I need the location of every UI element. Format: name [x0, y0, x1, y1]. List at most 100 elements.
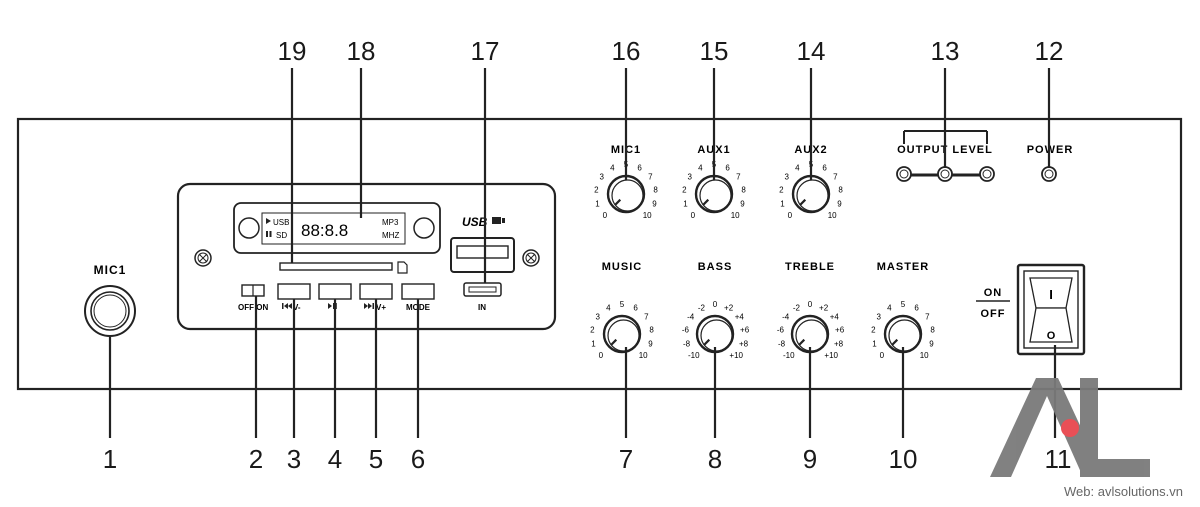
callout-17: 17 — [471, 36, 500, 66]
knob-master-scale-3: 3 — [876, 312, 881, 321]
switch-on-symbol: I — [1049, 287, 1053, 302]
knob-treble-scale-2: -6 — [777, 325, 785, 334]
knob-aux2-scale-10: 10 — [828, 211, 837, 220]
knob-mic1-scale-6: 6 — [637, 163, 642, 172]
mini-usb-port[interactable] — [463, 282, 502, 297]
knob-mic1: MIC1012345678910 — [594, 144, 658, 220]
knob-treble-scale-3: -4 — [782, 312, 790, 321]
led-window-icon — [413, 217, 435, 239]
knob-music-control[interactable] — [602, 314, 642, 354]
knob-bass-scale-8: +6 — [740, 325, 750, 334]
callout-16: 16 — [612, 36, 641, 66]
output-level-led-2 — [937, 166, 953, 182]
power-rocker-switch[interactable] — [1016, 263, 1086, 356]
knob-treble-scale-1: -8 — [778, 339, 786, 348]
website-text: Web: avlsolutions.vn — [1064, 484, 1183, 499]
mode-button[interactable] — [401, 283, 435, 300]
usb-trident-icon — [492, 217, 505, 224]
knob-aux1-control[interactable] — [694, 174, 734, 214]
knob-master-scale-9: 9 — [929, 339, 934, 348]
knob-aux1-scale-6: 6 — [725, 163, 730, 172]
sd-card-slot[interactable] — [279, 262, 393, 271]
knob-aux2-scale-4: 4 — [795, 163, 800, 172]
knob-treble-label: TREBLE — [785, 261, 835, 273]
knob-aux1-scale-1: 1 — [683, 199, 688, 208]
knob-aux2-control[interactable] — [791, 174, 831, 214]
play-pause-button[interactable] — [318, 283, 352, 300]
avl-logo-a — [990, 378, 1104, 477]
knob-aux1-scale-0: 0 — [691, 211, 696, 220]
knob-aux1-scale-9: 9 — [740, 199, 745, 208]
knob-treble-scale-0: -10 — [783, 351, 795, 360]
knob-music-scale-9: 9 — [648, 339, 653, 348]
knob-mic1-control[interactable] — [606, 174, 646, 214]
knob-treble-scale-5: 0 — [808, 300, 813, 309]
knob-music-scale-3: 3 — [595, 312, 600, 321]
knob-mic1-scale-2: 2 — [594, 185, 599, 194]
knob-aux2-scale-8: 8 — [838, 185, 843, 194]
screw-right-icon — [522, 249, 540, 267]
knob-mic1-scale-7: 7 — [648, 172, 653, 181]
knob-bass-scale-5: 0 — [713, 300, 718, 309]
mic-input-jack[interactable] — [84, 285, 136, 337]
knob-aux2-scale-1: 1 — [780, 199, 785, 208]
knob-master-scale-2: 2 — [871, 325, 876, 334]
knob-treble-scale-7: +4 — [830, 312, 840, 321]
knob-bass-scale-7: +4 — [735, 312, 745, 321]
knob-music-scale-4: 4 — [606, 303, 611, 312]
prev-vol-down-button[interactable] — [277, 283, 311, 300]
knob-aux2-scale-7: 7 — [833, 172, 838, 181]
knob-music-scale-5: 5 — [620, 300, 625, 309]
knob-bass-scale-0: -10 — [688, 351, 700, 360]
knob-master-control[interactable] — [883, 314, 923, 354]
knob-music-scale-0: 0 — [599, 351, 604, 360]
knob-bass-scale-10: +10 — [729, 351, 743, 360]
knob-treble-control[interactable] — [790, 314, 830, 354]
avl-logo-dot — [1061, 419, 1079, 437]
sd-card-icon — [397, 261, 408, 274]
knob-aux1-scale-8: 8 — [741, 185, 746, 194]
knob-mic1-scale-0: 0 — [603, 211, 608, 220]
callout-3: 3 — [287, 444, 301, 474]
knob-bass-scale-3: -4 — [687, 312, 695, 321]
knob-aux1-scale-4: 4 — [698, 163, 703, 172]
knob-music-label: MUSIC — [602, 261, 642, 273]
knob-bass-control[interactable] — [695, 314, 735, 354]
player-offon-switch[interactable] — [241, 284, 265, 297]
knob-music-scale-6: 6 — [633, 303, 638, 312]
knob-aux2: AUX2012345678910 — [779, 144, 843, 220]
callout-4: 4 — [328, 444, 342, 474]
knob-master-scale-0: 0 — [880, 351, 885, 360]
play-indicator-icon — [266, 218, 271, 224]
knob-master-scale-6: 6 — [914, 303, 919, 312]
knob-bass-label: BASS — [698, 261, 733, 273]
mini-usb-label: IN — [478, 303, 486, 312]
ir-sensor-icon — [238, 217, 260, 239]
switch-on-label: ON — [984, 287, 1003, 299]
knob-treble-scale-9: +8 — [834, 339, 844, 348]
knob-bass-scale-6: +2 — [724, 303, 734, 312]
knob-aux2-scale-2: 2 — [779, 185, 784, 194]
prev-button-label: V- — [293, 303, 301, 312]
knob-treble-scale-6: +2 — [819, 303, 829, 312]
callout-18: 18 — [347, 36, 376, 66]
knob-bass-scale-4: -2 — [698, 303, 706, 312]
knob-mic1-scale-3: 3 — [599, 172, 604, 181]
callout-8: 8 — [708, 444, 722, 474]
play-pause-icon — [328, 303, 337, 309]
knob-master-scale-7: 7 — [925, 312, 930, 321]
callout-15: 15 — [700, 36, 729, 66]
knob-music-scale-7: 7 — [644, 312, 649, 321]
output-level-led-3 — [979, 166, 995, 182]
knob-master-label: MASTER — [877, 261, 929, 273]
knob-aux2-scale-3: 3 — [784, 172, 789, 181]
next-vol-up-button[interactable] — [359, 283, 393, 300]
offon-label: OFF ON — [238, 303, 268, 312]
knob-master-scale-10: 10 — [920, 351, 929, 360]
callout-14: 14 — [797, 36, 826, 66]
knob-master-scale-1: 1 — [872, 339, 877, 348]
callout-19: 19 — [278, 36, 307, 66]
